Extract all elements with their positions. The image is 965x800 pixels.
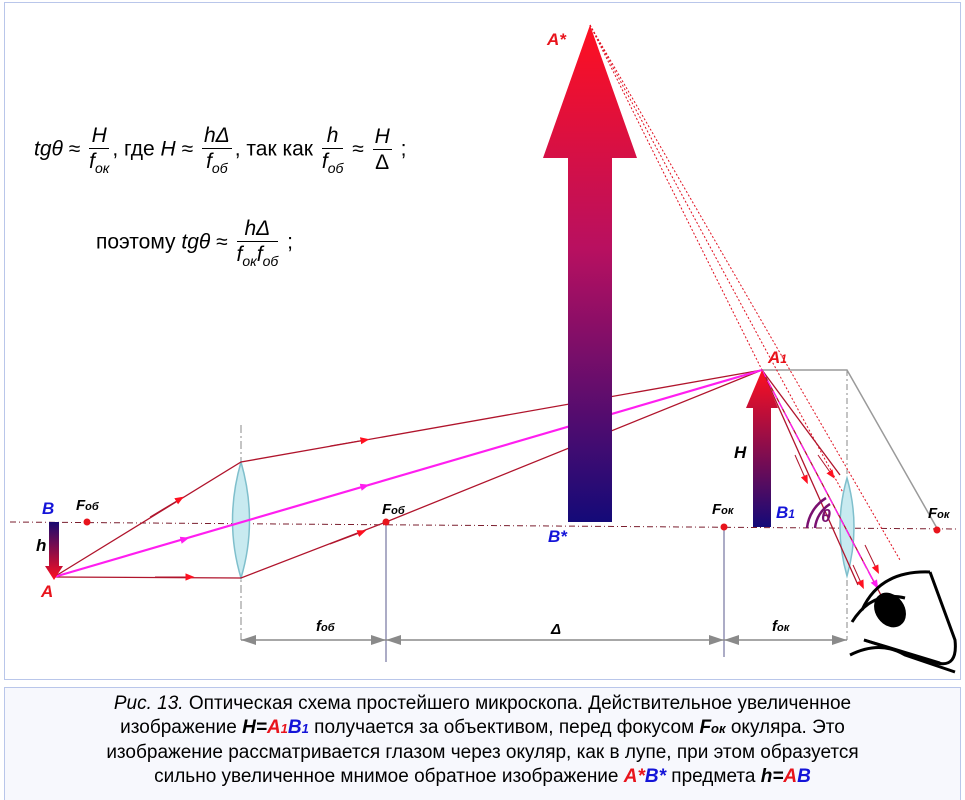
microscope-optical-diagram xyxy=(9,24,959,674)
construction-line-grey xyxy=(762,369,939,531)
caption-line-2: изображение H=A1B1 получается за объекти… xyxy=(120,717,845,738)
optical-axis xyxy=(9,521,959,530)
theta-angle-arc xyxy=(805,496,831,529)
frac-numerator-5: hΔ xyxy=(236,217,279,242)
figure-caption: Рис. 13. Оптическая схема простейшего ми… xyxy=(4,687,961,800)
frac-denominator-4: Δ xyxy=(375,150,390,174)
label-B-star: B* xyxy=(548,527,567,546)
frac-denominator-3: fоб xyxy=(321,150,344,176)
caption-line-4: сильно увеличенное мнимое обратное изобр… xyxy=(154,766,811,787)
frac-numerator-3: h xyxy=(321,124,344,149)
approx-sign-4: ≈ xyxy=(216,230,228,254)
label-A-star: A* xyxy=(547,30,566,49)
label-h: h xyxy=(36,536,47,555)
real-image-arrow xyxy=(746,370,778,527)
caption-line-3: изображение рассматривается глазом через… xyxy=(106,742,859,763)
frac-denominator: fок xyxy=(89,150,110,176)
eyepiece-ray-arrows xyxy=(794,454,879,590)
dimension-label-f-ob: fоб xyxy=(316,618,335,635)
eye-icon xyxy=(849,570,957,674)
fraction-h-over-fob: h fоб xyxy=(321,124,344,176)
dimension-arrowheads xyxy=(241,635,847,645)
frac-denominator-2: fоб xyxy=(206,150,228,176)
diagram-frame xyxy=(4,2,961,680)
text-gde: , где xyxy=(112,137,155,161)
approx-sign-2: ≈ xyxy=(181,137,194,161)
frac-numerator: H xyxy=(89,124,110,149)
label-F-ob-left: Fоб xyxy=(76,497,99,514)
focus-points xyxy=(83,518,941,534)
label-A1: A1 xyxy=(768,348,787,367)
fraction-hdelta-over-fokfob: hΔ fокfоб xyxy=(236,217,279,269)
fraction-H-over-fok: H fок xyxy=(89,124,110,176)
label-theta: θ xyxy=(821,506,832,526)
semicolon: ; xyxy=(400,137,407,161)
tg-theta-2: tgθ xyxy=(181,230,211,254)
approx-sign-3: ≈ xyxy=(352,137,364,161)
label-F-ok-mid: Fок xyxy=(712,501,734,518)
dimension-label-f-ok: fок xyxy=(772,618,790,635)
H-symbol: H xyxy=(160,137,176,161)
ray-arrows xyxy=(149,437,370,581)
fraction-H-over-delta: H Δ xyxy=(372,124,392,176)
fraction-hdelta-over-fob: hΔ fоб xyxy=(201,124,232,176)
label-F-ob-right: Fоб xyxy=(382,501,405,518)
tg-theta: tgθ xyxy=(34,137,63,161)
formula-line-1: tgθ ≈ H fок , где H ≈ hΔ fоб , так как h… xyxy=(34,124,406,176)
label-F-ok-right: Fок xyxy=(928,505,950,522)
caption-line-1: Рис. 13. Оптическая схема простейшего ми… xyxy=(113,693,852,714)
label-H: H xyxy=(734,443,747,462)
semicolon-2: ; xyxy=(287,230,293,254)
eyepiece-magenta-ray xyxy=(761,369,879,591)
approx-sign: ≈ xyxy=(68,137,81,161)
virtual-image-arrow xyxy=(543,25,637,522)
text-tak-kak: , так как xyxy=(234,137,313,161)
dimension-label-delta: Δ xyxy=(551,621,562,638)
text-poetomu: поэтому xyxy=(96,230,176,254)
frac-numerator-4: H xyxy=(372,124,392,150)
object-arrow xyxy=(45,522,63,580)
frac-numerator-2: hΔ xyxy=(201,124,232,149)
label-B: B xyxy=(42,499,55,518)
label-A: A xyxy=(41,582,54,601)
formula-line-2: поэтому tgθ ≈ hΔ fокfоб ; xyxy=(96,217,293,269)
label-B1: B1 xyxy=(776,503,795,522)
virtual-ray-lines xyxy=(589,24,901,561)
frac-denominator-5: fокfоб xyxy=(236,243,279,269)
